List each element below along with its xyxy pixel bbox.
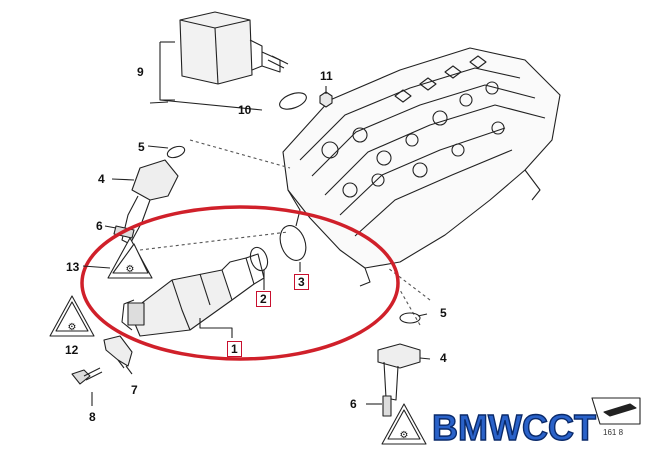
- part-8-bolt: [71, 367, 103, 385]
- callout-9: 9: [137, 65, 144, 79]
- callout-1-highlighted: 1: [227, 341, 242, 357]
- callout-8: 8: [89, 410, 96, 424]
- callout-12: 12: [65, 343, 79, 357]
- callout-10: 10: [238, 103, 252, 117]
- warning-symbol-12: [49, 295, 95, 337]
- callout-5-upper: 5: [138, 140, 145, 154]
- callout-6-lower: 6: [350, 397, 357, 411]
- callout-11: 11: [320, 69, 333, 83]
- svg-text:⚙: ⚙: [126, 264, 135, 275]
- callout-3-highlighted: 3: [294, 274, 309, 290]
- part-1-vanos-solenoid: [121, 253, 265, 337]
- callout-13: 13: [66, 260, 80, 274]
- callout-5-lower: 5: [440, 306, 447, 320]
- callout-2-highlighted: 2: [256, 291, 271, 307]
- warning-symbol-lower: [381, 403, 427, 445]
- part-10-ring: [279, 92, 307, 110]
- cylinder-head-illustration: [282, 47, 561, 287]
- part-7-bracket: [103, 335, 133, 369]
- part-11-nut: [319, 91, 333, 108]
- drawing-number: 161 8: [603, 428, 624, 437]
- callout-7: 7: [131, 383, 138, 397]
- highlight-ellipse: [80, 205, 400, 361]
- part-4-sensor-upper: [121, 145, 186, 245]
- callout-6-upper: 6: [96, 219, 103, 233]
- part-2-ring: [249, 246, 269, 272]
- part-4-sensor-lower: [377, 312, 421, 401]
- callout-4-lower: 4: [440, 351, 447, 365]
- part-9-actuator: [179, 11, 289, 85]
- warning-symbol-13: [107, 237, 153, 279]
- svg-text:⚙: ⚙: [68, 322, 77, 333]
- callout-4-upper: 4: [98, 172, 105, 186]
- watermark-logo: BMWCCT: [431, 407, 596, 448]
- svg-text:⚙: ⚙: [400, 430, 409, 441]
- part-6-bolt-lower: [382, 395, 392, 417]
- part-3-ring: [279, 225, 307, 261]
